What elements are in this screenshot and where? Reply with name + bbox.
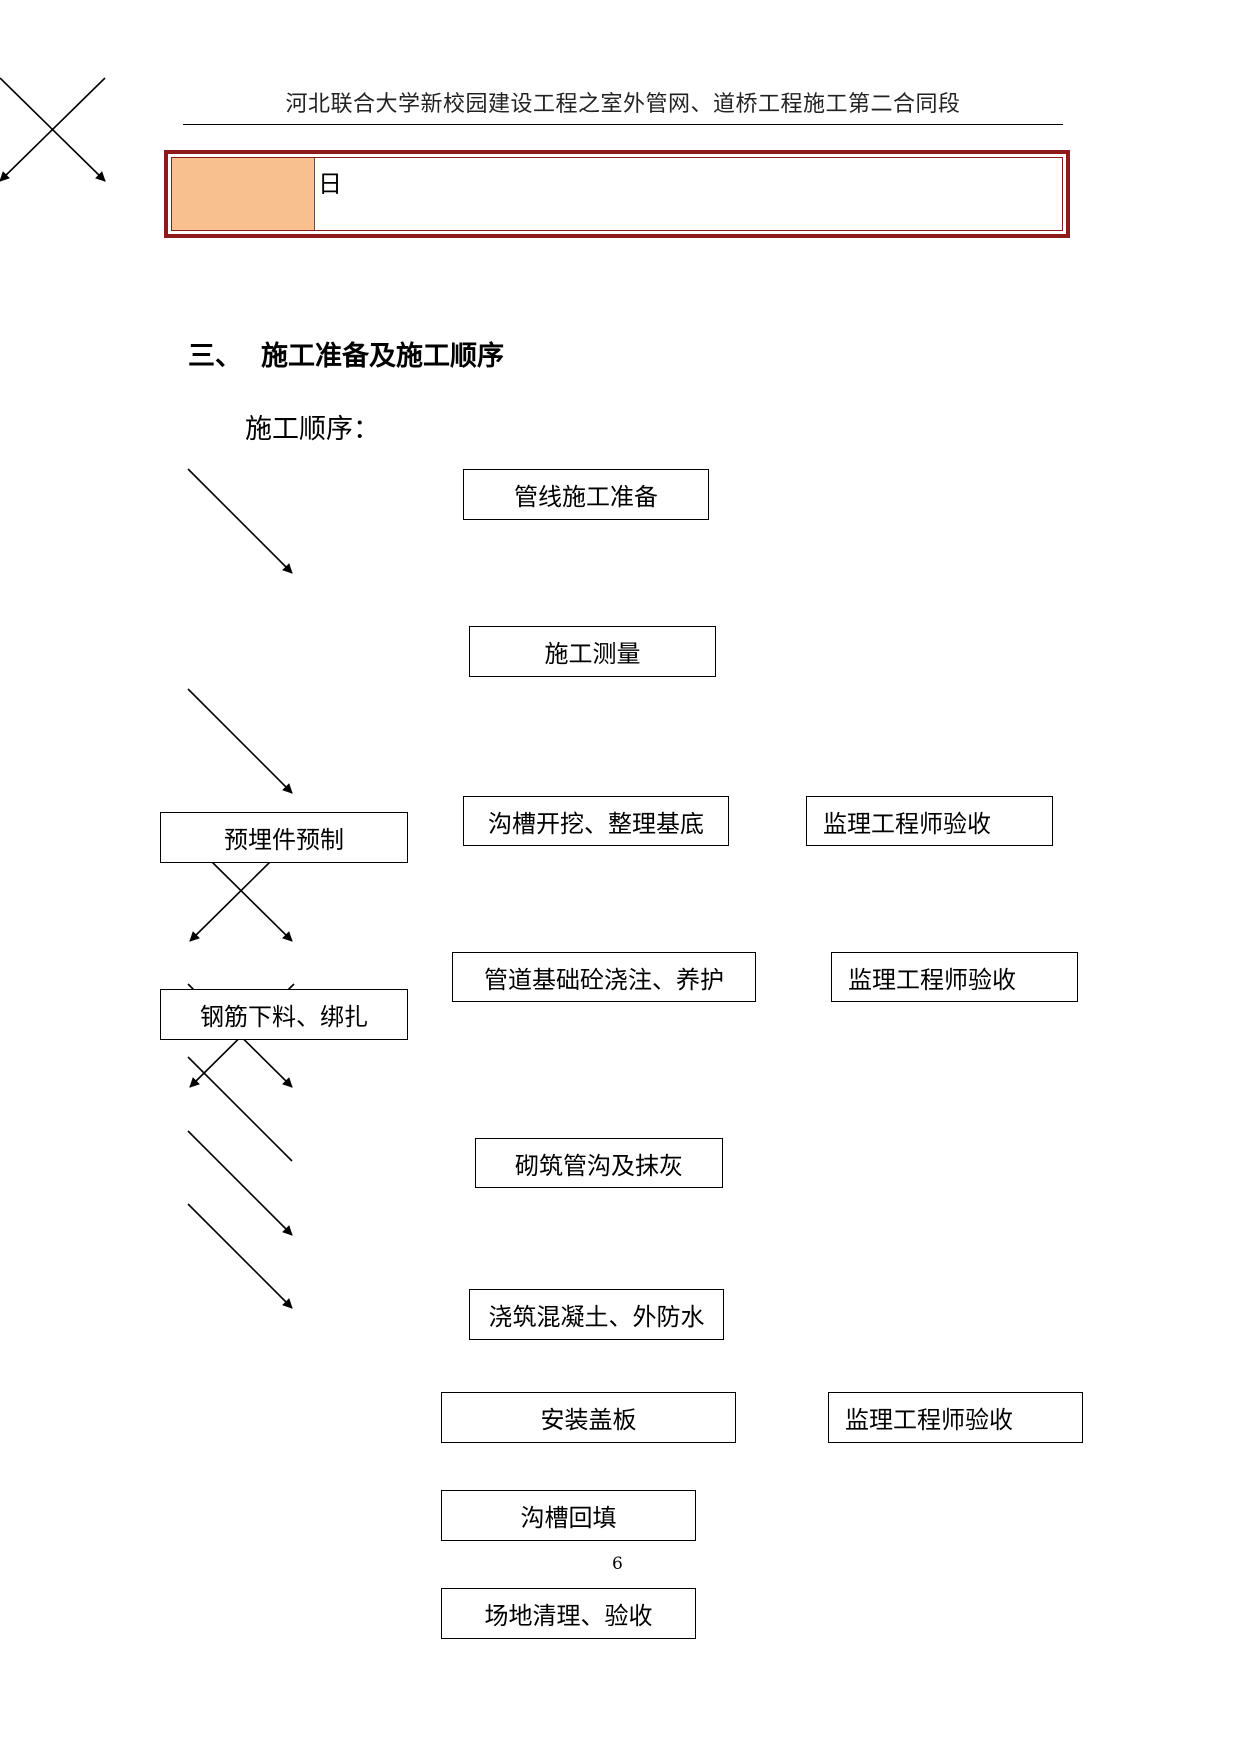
flow-step-pipeline-prep: 管线施工准备 xyxy=(463,469,709,520)
flow-step-survey: 施工测量 xyxy=(469,626,716,677)
info-cell-label xyxy=(172,158,315,230)
arrow-2 xyxy=(187,688,293,794)
header-rule xyxy=(183,124,1063,125)
line-5 xyxy=(187,1056,293,1162)
flow-step-pipe-foundation: 管道基础砼浇注、养护 xyxy=(452,952,756,1002)
section-number: 三、 xyxy=(188,341,242,372)
arrow-6 xyxy=(187,1130,293,1236)
arrow-1 xyxy=(187,468,293,574)
flow-side-rebar: 钢筋下料、绑扎 xyxy=(160,989,408,1040)
section-title: 三、施工准备及施工顺序 xyxy=(188,334,504,373)
flow-step-masonry-trench: 砌筑管沟及抹灰 xyxy=(475,1138,723,1188)
arrow-3a xyxy=(211,861,293,942)
corner-arrow-2 xyxy=(0,77,106,182)
flow-step-pour-concrete: 浇筑混凝土、外防水 xyxy=(469,1289,724,1340)
info-cell-text: 日 xyxy=(318,170,342,198)
flow-step-install-cover: 安装盖板 xyxy=(441,1392,736,1443)
info-table: 日 xyxy=(164,150,1070,238)
sequence-label: 施工顺序： xyxy=(245,414,380,445)
page-number: 6 xyxy=(612,1554,623,1574)
flow-step-backfill: 沟槽回填 xyxy=(441,1490,696,1541)
flow-side-embedded-parts: 预埋件预制 xyxy=(160,812,408,863)
flow-step-cleanup-acceptance: 场地清理、验收 xyxy=(441,1588,696,1639)
flow-check-supervisor-2: 监理工程师验收 xyxy=(831,952,1078,1002)
page-header: 河北联合大学新校园建设工程之室外管网、道桥工程施工第二合同段 xyxy=(285,92,961,117)
section-title-text: 施工准备及施工顺序 xyxy=(261,341,504,372)
arrow-7 xyxy=(187,1203,293,1309)
flow-step-trench-excavation: 沟槽开挖、整理基底 xyxy=(463,796,729,846)
flow-check-supervisor-3: 监理工程师验收 xyxy=(828,1392,1083,1443)
flow-check-supervisor-1: 监理工程师验收 xyxy=(806,796,1053,846)
info-table-inner: 日 xyxy=(171,157,1063,231)
arrow-3b xyxy=(189,861,271,942)
